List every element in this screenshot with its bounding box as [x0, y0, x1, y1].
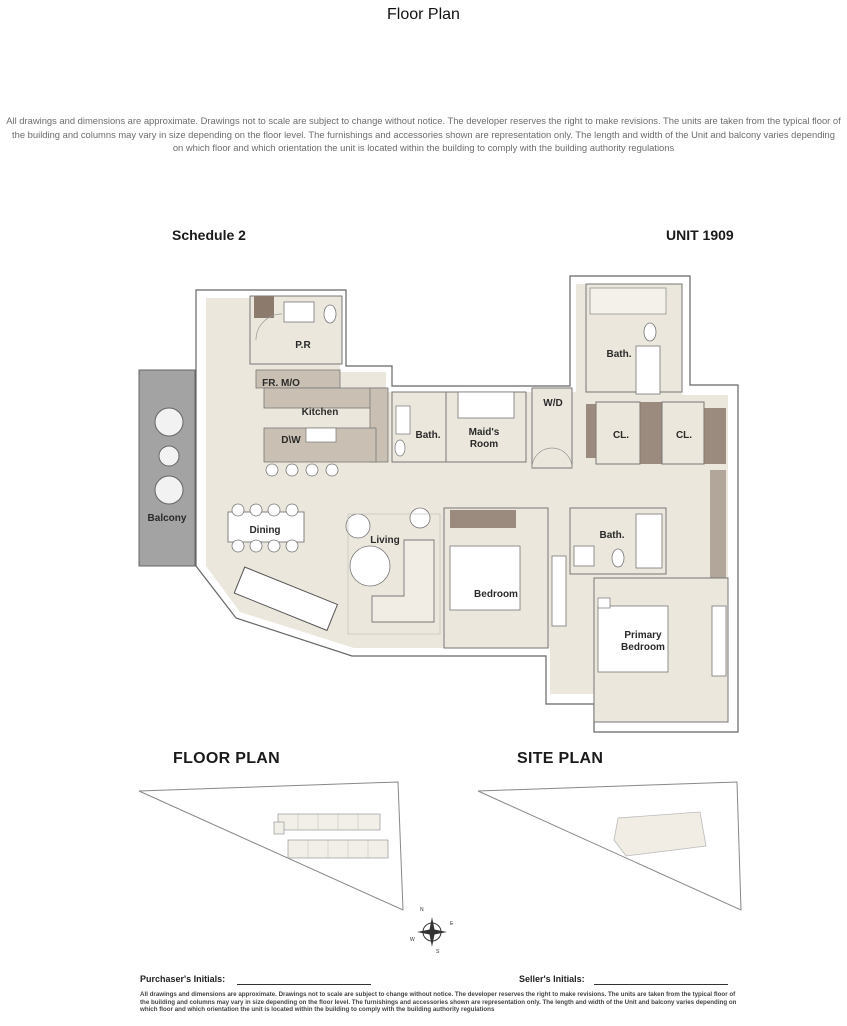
purchaser-initials-line[interactable] — [237, 984, 371, 985]
room-label-wd: W/D — [543, 398, 562, 409]
room-label-kitchen: Kitchen — [302, 407, 339, 418]
room-label-living: Living — [370, 535, 399, 546]
balcony-area — [138, 369, 196, 567]
compass-e: E — [450, 921, 454, 927]
schedule-label: Schedule 2 — [172, 227, 246, 243]
room-label-maids-room-2: Room — [470, 439, 498, 450]
unit-number: UNIT 1909 — [666, 227, 734, 243]
room-label-dining: Dining — [249, 525, 280, 536]
room-label-primary-bath: Bath. — [607, 349, 632, 360]
fine-print-disclaimer: All drawings and dimensions are approxim… — [140, 991, 737, 1013]
floor-plan-heading: FLOOR PLAN — [173, 750, 280, 767]
room-label-fr-mo: FR. M/O — [262, 378, 300, 389]
compass-w: W — [410, 937, 415, 943]
compass-icon: N E S W — [410, 907, 454, 955]
disclaimer-text: All drawings and dimensions are approxim… — [6, 115, 841, 153]
room-label-maids-room: Maid's — [469, 427, 500, 438]
room-label-closet-2: CL. — [676, 430, 692, 441]
compass-n: N — [420, 907, 424, 913]
page-title: Floor Plan — [387, 6, 460, 23]
room-label-closet-1: CL. — [613, 430, 629, 441]
room-label-bedroom: Bedroom — [474, 589, 518, 600]
room-label-dw: D\W — [281, 435, 301, 446]
floor-key-plan — [138, 781, 404, 911]
seller-initials-line[interactable] — [594, 984, 728, 985]
purchaser-initials-label: Purchaser's Initials: — [140, 974, 226, 984]
site-key-plan — [477, 781, 742, 911]
room-label-maid-bath: Bath. — [416, 430, 441, 441]
balcony-chairs — [154, 407, 184, 505]
room-label-bedroom-bath: Bath. — [600, 530, 625, 541]
site-plan-heading: SITE PLAN — [517, 750, 604, 767]
room-label-primary-bedroom-2: Bedroom — [621, 642, 665, 653]
seller-initials-label: Seller's Initials: — [519, 974, 585, 984]
compass-s: S — [436, 949, 440, 955]
room-label-primary-bedroom: Primary — [624, 630, 662, 641]
room-label-pr: P.R — [295, 340, 311, 351]
room-label-balcony: Balcony — [148, 513, 187, 524]
